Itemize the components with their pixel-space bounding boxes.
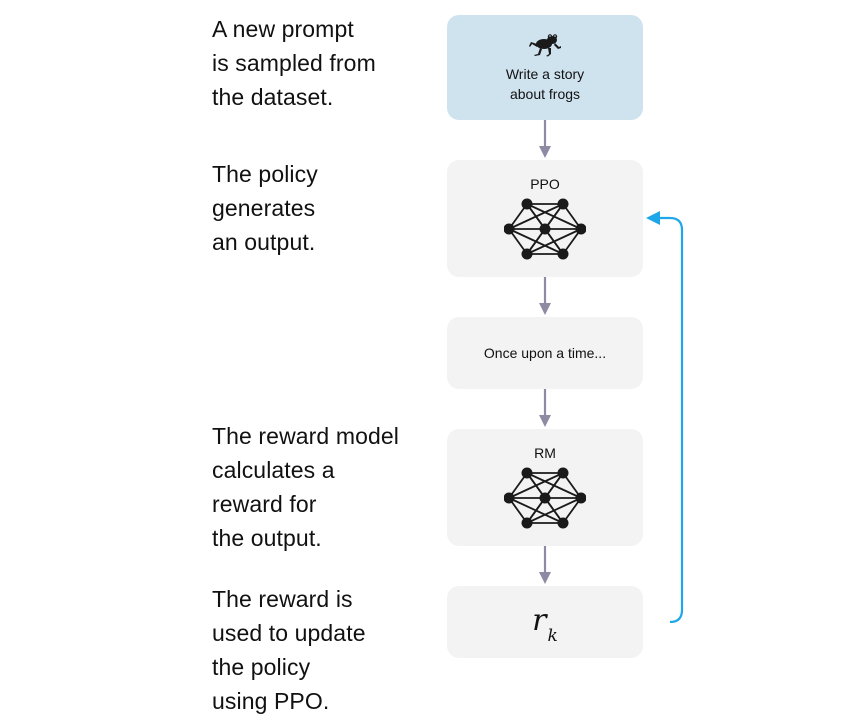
policy-title: PPO	[530, 176, 560, 192]
caption-line: reward for	[212, 491, 317, 517]
neural-network-icon	[504, 198, 586, 260]
caption-line: an output.	[212, 229, 316, 255]
caption-line: The reward is	[212, 586, 353, 612]
step-caption-reward-model: The reward model calculates a reward for…	[212, 419, 432, 555]
step-caption-sample-prompt: A new prompt is sampled from the dataset…	[212, 12, 432, 114]
caption-line: is sampled from	[212, 50, 376, 76]
prompt-line-1: Write a story	[505, 65, 585, 82]
caption-line: used to update	[212, 620, 366, 646]
reward-model-title: RM	[534, 445, 556, 461]
caption-line: The reward model	[212, 423, 399, 449]
prompt-line-2: about frogs	[509, 85, 581, 102]
policy-box: PPO	[447, 160, 643, 277]
reward-symbol: rk	[532, 602, 558, 646]
output-text: Once upon a time...	[483, 345, 607, 361]
neural-network-icon	[504, 467, 586, 529]
caption-line: using PPO.	[212, 688, 330, 714]
caption-line: the dataset.	[212, 84, 334, 110]
reward-model-box: RM	[447, 429, 643, 546]
caption-line: the policy	[212, 654, 311, 680]
caption-line: calculates a	[212, 457, 335, 483]
caption-line: generates	[212, 195, 316, 221]
caption-line: The policy	[212, 161, 318, 187]
step-caption-update-policy: The reward is used to update the policy …	[212, 582, 432, 718]
feedback-arrow	[646, 211, 684, 624]
reward-box: rk	[447, 586, 643, 658]
output-box: Once upon a time...	[447, 317, 643, 389]
frog-icon	[529, 33, 561, 56]
caption-line: the output.	[212, 525, 322, 551]
reward-symbol-subscript: k	[547, 625, 558, 646]
caption-line: A new prompt	[212, 16, 354, 42]
prompt-box: Write a story about frogs	[447, 15, 643, 120]
step-caption-policy-generates: The policy generates an output.	[212, 157, 432, 259]
reward-symbol-r: r	[532, 602, 547, 638]
